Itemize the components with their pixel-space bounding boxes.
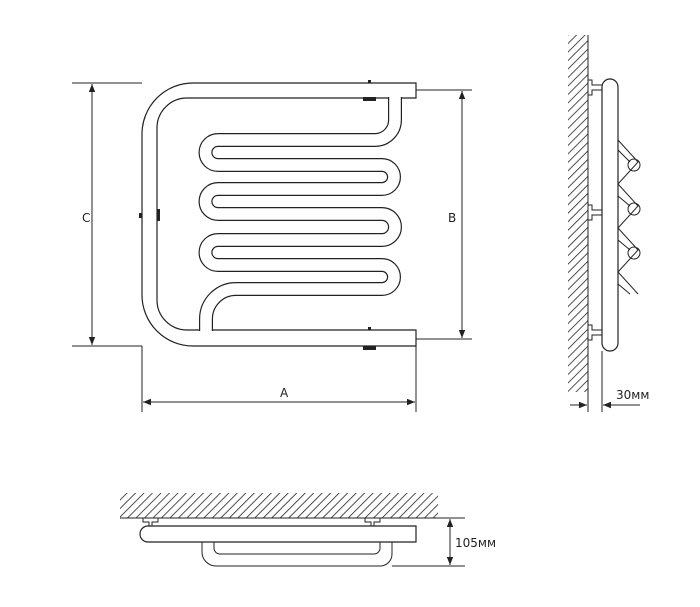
dimension-b-label: B [448, 211, 456, 225]
side-view: 30мм [568, 35, 649, 412]
dimension-c-label: C [82, 211, 90, 225]
dimension-a-label: A [280, 386, 289, 400]
bracket-top [363, 97, 376, 101]
top-tube [139, 525, 417, 543]
side-tube [601, 78, 619, 352]
coil-top [201, 542, 393, 567]
front-view: C B A [72, 80, 472, 412]
wall-hatch [568, 35, 588, 392]
wall-hatch-top [120, 493, 438, 518]
dimension-projection-label: 105мм [455, 536, 496, 550]
top-view: 105мм [120, 493, 496, 567]
bracket-top-tick [368, 80, 371, 83]
dimension-a: A [141, 346, 417, 412]
dimension-b: B [416, 89, 472, 340]
dimension-c: C [72, 82, 142, 347]
dimension-projection: 105мм [392, 519, 496, 567]
serpentine-coil [198, 96, 402, 332]
wall-brackets [588, 79, 603, 341]
coil-side-zigzag [617, 139, 641, 295]
bracket-bottom [363, 346, 376, 350]
bracket-bottom-tick [368, 327, 371, 330]
main-frame-tube [141, 82, 417, 347]
wall-brackets-top [142, 518, 381, 526]
bracket-side-tick [139, 213, 142, 218]
dimension-depth: 30мм [570, 351, 649, 412]
dimension-depth-label: 30мм [616, 388, 649, 402]
bracket-side [157, 209, 160, 221]
